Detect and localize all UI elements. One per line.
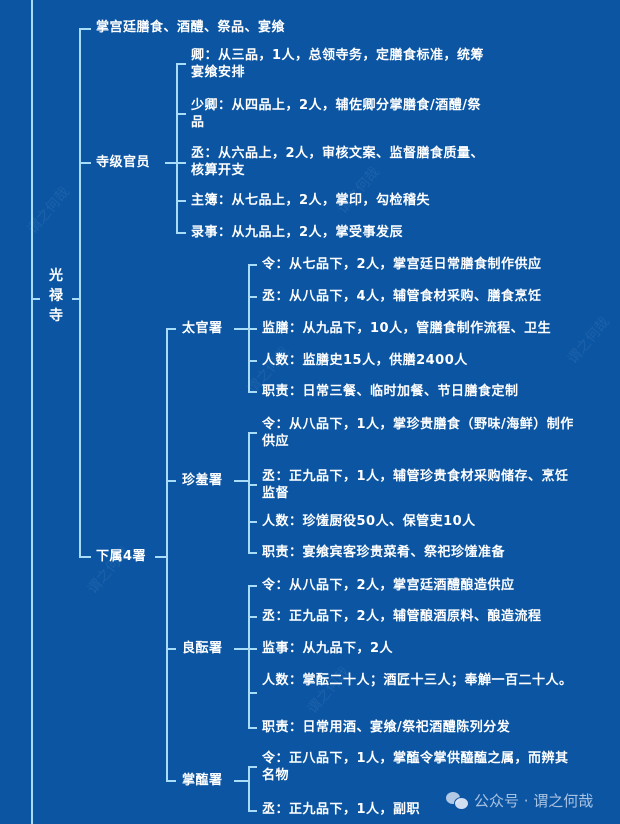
root-left-line	[31, 0, 33, 824]
taiguan-item-renshu: 人数：监膳史15人，供膳2400人	[262, 353, 468, 368]
liangyun-item-tick	[248, 727, 257, 729]
office-zhenxiu-node: 珍羞署	[182, 473, 223, 488]
zhanghai-item-cheng: 丞：正九品下，1人，副职	[262, 802, 421, 817]
zhenxiu-item-tick	[248, 484, 257, 486]
zhenxiu-item-tick	[248, 432, 257, 434]
officials-item-tick	[176, 113, 186, 115]
taiguan-item-tick	[248, 296, 257, 298]
duty-node: 掌宫廷膳食、酒醴、祭品、宴飨	[96, 20, 286, 35]
zhenxiu-item-tick	[248, 552, 257, 554]
wechat-icon	[446, 791, 469, 810]
liangyun-item-jianshi: 监事：从九品下，2人	[262, 641, 394, 656]
root-spine-line	[79, 28, 81, 558]
watermark-text: 公众号 · 谓之何哉	[474, 792, 594, 810]
zhanghai-item-tick	[248, 810, 257, 812]
subordinates-node: 下属4署	[96, 549, 147, 564]
taiguan-item-tick	[248, 264, 257, 266]
office-zhenxiu-out	[234, 480, 250, 482]
officials-item-zhubu: 主簿：从七品上，2人，掌印，勾检稽失	[191, 193, 431, 208]
root-connector-right	[70, 298, 81, 300]
taiguan-item-ling: 令：从七品下，2人，掌宫廷日常膳食制作供应	[262, 257, 542, 272]
taiguan-item-jianshan: 监膳：从九品下，10人，管膳食制作流程、卫生	[262, 321, 552, 336]
officials-connector	[79, 162, 91, 164]
office-taiguan-out	[234, 328, 250, 330]
duty-connector	[79, 28, 91, 30]
office-taiguan-connector	[166, 328, 176, 330]
officials-item-tick	[176, 63, 186, 65]
subordinates-spine	[166, 328, 168, 780]
root-node-guanglusi: 光 禄 寺	[40, 266, 72, 326]
subordinates-out-connector	[155, 556, 167, 558]
office-liangyun-node: 良酝署	[182, 641, 223, 656]
taiguan-item-cheng: 丞：从八品下，4人，辅管食材采购、膳食烹饪	[262, 289, 542, 304]
taiguan-item-tick	[248, 391, 257, 393]
watermark-faint: 谓之何哉	[304, 664, 353, 718]
officials-node: 寺级官员	[96, 155, 151, 170]
liangyun-item-cheng: 丞：正九品下，2人，辅管酿酒原料、酿造流程	[262, 609, 542, 624]
office-liangyun-connector	[166, 648, 176, 650]
officials-item-tick	[176, 162, 186, 164]
liangyun-item-tick	[248, 692, 257, 694]
root-char: 光	[49, 268, 63, 284]
office-taiguan-node: 太官署	[182, 321, 223, 336]
office-zhanghai-connector	[166, 780, 176, 782]
zhenxiu-item-ling: 令：从八品下，1人，掌珍贵膳食（野味/海鲜）制作供应	[262, 417, 574, 449]
liangyun-item-zhize: 职责：日常用酒、宴飨/祭祀酒醴陈列分发	[262, 720, 511, 735]
officials-item-tick	[176, 200, 186, 202]
office-liangyun-spine	[248, 585, 250, 728]
officials-item-tick	[176, 232, 186, 234]
root-char: 禄	[49, 288, 63, 304]
root-connector-left	[31, 298, 41, 300]
office-zhanghai-node: 掌醢署	[182, 773, 223, 788]
zhenxiu-item-renshu: 人数：珍馐厨役50人、保管吏10人	[262, 514, 476, 529]
subordinates-connector	[79, 556, 91, 558]
officials-item-lushi: 录事：从九品上，2人，掌受事发辰	[191, 225, 404, 240]
zhenxiu-item-tick	[248, 521, 257, 523]
taiguan-item-tick	[248, 328, 257, 330]
officials-item-shaoqing: 少卿：从四品上，2人，辅佐卿分掌膳食/酒醴/祭品	[191, 98, 482, 130]
liangyun-item-tick	[248, 616, 257, 618]
zhanghai-item-ling: 令：正八品下，1人，掌醢令掌供醯醢之属，而辨其名物	[262, 751, 569, 783]
officials-item-cheng: 丞：从六品上，2人，审核文案、监督膳食质量、核算开支	[191, 146, 485, 178]
zhenxiu-item-cheng: 丞：正九品下，1人，辅管珍贵食材采购储存、烹饪监督	[262, 469, 569, 501]
watermark-faint: 谓之何哉	[564, 314, 613, 368]
zhanghai-item-tick	[248, 766, 257, 768]
liangyun-item-tick	[248, 585, 257, 587]
officials-spine	[176, 63, 178, 234]
officials-item-qing: 卿：从三品，1人，总领寺务，定膳食标准，统筹宴飨安排	[191, 48, 485, 80]
taiguan-item-tick	[248, 360, 257, 362]
wechat-watermark: 公众号 · 谓之何哉	[446, 790, 593, 811]
liangyun-item-ling: 令：从八品下，2人，掌宫廷酒醴酿造供应	[262, 578, 515, 593]
office-liangyun-out	[234, 648, 250, 650]
taiguan-item-zhize: 职责：日常三餐、临时加餐、节日膳食定制	[262, 384, 519, 399]
office-zhenxiu-connector	[166, 480, 176, 482]
root-char: 寺	[49, 308, 63, 324]
office-zhenxiu-spine	[248, 432, 250, 552]
office-zhanghai-spine	[248, 766, 250, 811]
liangyun-item-tick	[248, 648, 257, 650]
liangyun-item-renshu: 人数：掌酝二十人；酒匠十三人；奉觯一百二十人。	[262, 673, 573, 688]
office-zhanghai-out	[234, 780, 250, 782]
zhenxiu-item-zhize: 职责：宴飨宾客珍贵菜肴、祭祀珍馐准备	[262, 545, 506, 560]
officials-out-connector	[165, 162, 177, 164]
